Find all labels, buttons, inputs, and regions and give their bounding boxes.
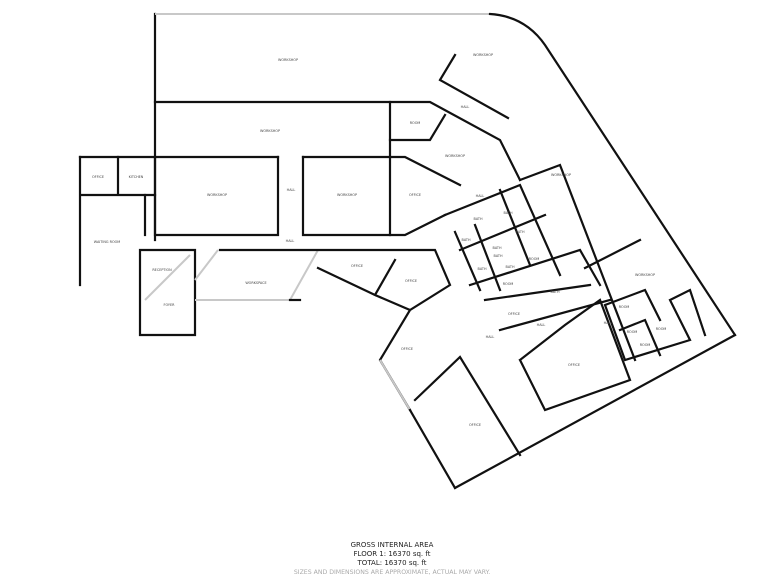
room-label: HALL	[460, 105, 470, 109]
room-label: BATH	[492, 246, 502, 250]
room-label: HALL	[536, 323, 546, 327]
room-label: RECEPTION	[152, 268, 172, 272]
room-label: OFFICE	[408, 193, 422, 197]
floor-area: FLOOR 1: 16370 sq. ft	[353, 550, 431, 558]
room-label: ROOM	[502, 282, 514, 286]
room-label: WORKSHOP	[444, 154, 466, 158]
room-label: WORKSPACE	[245, 281, 267, 285]
room-label: BATH	[461, 238, 471, 242]
room-label: WAITING ROOM	[93, 240, 121, 244]
room-label: FOYER	[163, 303, 175, 307]
room-label: OFFICE	[567, 363, 581, 367]
room-label: BATH	[515, 230, 525, 234]
room-label: BATH	[550, 290, 560, 294]
room-label: BATH	[473, 217, 483, 221]
room-label: HALL	[286, 188, 296, 192]
room-label: HALL	[485, 335, 495, 339]
room-label: WORKSHOP	[206, 193, 228, 197]
room-label: OFFICE	[468, 423, 482, 427]
room-label: KITCHEN	[128, 175, 144, 179]
room-label: BATH	[505, 265, 515, 269]
room-label: WORKSHOP	[259, 129, 281, 133]
room-label: BATH	[477, 267, 487, 271]
area-summary: GROSS INTERNAL AREA FLOOR 1: 16370 sq. f…	[0, 541, 784, 577]
room-label: OFFICE	[404, 279, 418, 283]
room-label: WORKSHOP	[634, 273, 656, 277]
area-title: GROSS INTERNAL AREA	[350, 541, 434, 549]
room-label: OFFICE	[91, 175, 105, 179]
room-label: ROOM	[655, 327, 667, 331]
room-label: OFFICE	[507, 312, 521, 316]
disclaimer: SIZES AND DIMENSIONS ARE APPROXIMATE, AC…	[293, 569, 491, 576]
room-label: WORKSHOP	[472, 53, 494, 57]
room-label: BATH	[493, 254, 503, 258]
room-label: OFFICE	[350, 264, 364, 268]
room-label: HALL	[285, 239, 295, 243]
room-label: WORKSHOP	[277, 58, 299, 62]
room-label: ROOM	[528, 257, 540, 261]
room-label: ROOM	[639, 343, 651, 347]
walls	[78, 12, 737, 490]
room-label: BATH	[503, 211, 513, 215]
room-label: ROOM	[626, 330, 638, 334]
room-label: HALL	[603, 321, 613, 325]
room-label: OFFICE	[400, 347, 414, 351]
room-label: ROOM	[409, 121, 421, 125]
room-label: HALL	[475, 194, 485, 198]
total-area: TOTAL: 16370 sq. ft	[357, 559, 427, 567]
room-label: WORKSHOP	[550, 173, 572, 177]
room-label: ROOM	[618, 305, 630, 309]
room-label: WORKSHOP	[336, 193, 358, 197]
